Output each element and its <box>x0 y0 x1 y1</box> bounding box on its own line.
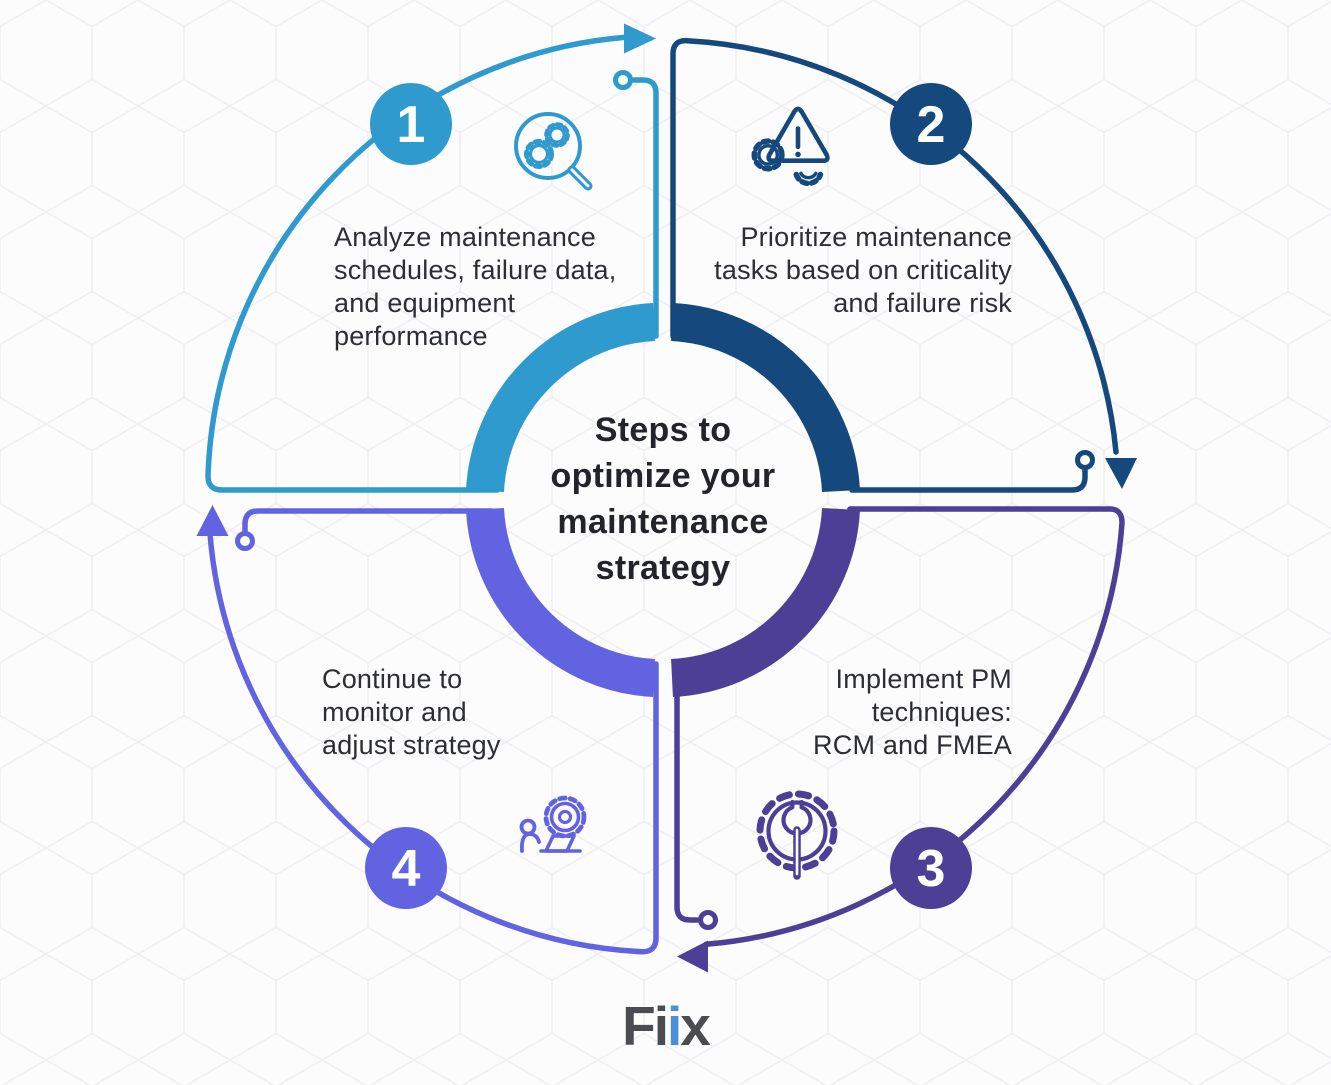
step2-node-connector <box>849 467 1088 493</box>
step3-node <box>698 910 718 930</box>
step3-description: Implement PM techniques: RCM and FMEA <box>813 664 1012 760</box>
step2-number: 2 <box>917 96 946 154</box>
step3-arrowhead-icon <box>677 940 708 973</box>
step1-node <box>613 70 633 90</box>
step4-arrowhead-icon <box>196 505 229 536</box>
step4-number: 4 <box>392 840 421 898</box>
logo-letter-i2: i <box>667 995 682 1057</box>
center-donut <box>466 303 860 697</box>
step1-number-badge: 1 <box>370 83 452 165</box>
logo-letter-i1: i <box>653 995 669 1057</box>
step3-number: 3 <box>917 840 946 898</box>
donut-quadrant-4 <box>466 507 656 697</box>
step3-flow <box>674 506 1125 973</box>
step3-badge-circle <box>890 827 972 909</box>
step4-description: Continue to monitor and adjust strategy <box>322 664 501 760</box>
donut-quadrant-2 <box>670 303 860 493</box>
step2-arrowhead-icon <box>1105 458 1137 489</box>
step1-arc <box>205 34 629 493</box>
step4-badge-circle <box>365 827 447 909</box>
step1-flow <box>205 23 659 493</box>
step4-node-connector <box>242 508 495 534</box>
step1-badge-circle <box>370 83 452 165</box>
person-laptop-gear-icon <box>519 795 587 853</box>
step3-arc <box>703 506 1125 948</box>
logo-letter-x: x <box>680 995 711 1057</box>
gear-wrench-icon <box>756 790 838 880</box>
fiix-logo: Fiix <box>622 994 711 1058</box>
step1-arrowhead-icon <box>624 23 656 54</box>
step3-node-connector <box>674 661 700 923</box>
logo-letter-f: F <box>622 995 656 1057</box>
step2-badge-circle <box>890 83 972 165</box>
step2-node <box>1075 450 1095 470</box>
step4-number-badge: 4 <box>365 827 447 909</box>
center-title: Steps to optimize your maintenance strat… <box>550 411 776 587</box>
step1-description: Analyze maintenance schedules, failure d… <box>334 222 617 351</box>
step3-number-badge: 3 <box>890 827 972 909</box>
step4-node <box>235 531 255 551</box>
step2-description: Prioritize maintenance tasks based on cr… <box>714 222 1012 318</box>
step1-node-connector <box>631 77 659 339</box>
step1-number: 1 <box>397 96 426 154</box>
magnifier-gears-icon <box>514 112 593 191</box>
warning-gear-icon <box>751 106 830 187</box>
step2-number-badge: 2 <box>890 83 972 165</box>
donut-quadrant-1 <box>466 303 656 493</box>
donut-quadrant-3 <box>670 507 860 697</box>
